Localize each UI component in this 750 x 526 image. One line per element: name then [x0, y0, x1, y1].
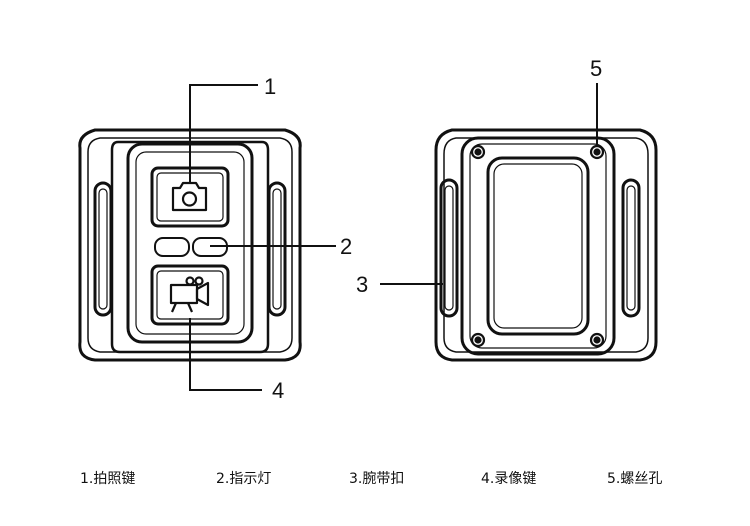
- back-outer-body: [434, 128, 658, 362]
- legend-item-screw-hole: 5.螺丝孔: [607, 471, 663, 487]
- legend-item-strap-buckle: 3.腕带扣: [349, 471, 405, 487]
- back-plate: [460, 136, 616, 356]
- callout-2: 2: [340, 234, 352, 259]
- screw-holes: [470, 144, 605, 348]
- legend-item-photo-button: 1.拍照键: [80, 471, 136, 487]
- back-view: [434, 128, 658, 362]
- callout-3: 3: [356, 272, 368, 297]
- back-outer-inner-line: [443, 137, 649, 353]
- back-right-strap-slot-inner: [626, 185, 636, 311]
- screw-hole-bottom-right: [589, 332, 605, 348]
- back-left-strap-slot: [439, 178, 459, 318]
- front-outer-inner-line: [87, 137, 293, 353]
- front-left-strap-slot: [93, 181, 113, 317]
- callout-5: 5: [590, 56, 602, 81]
- back-plate-inner: [469, 143, 607, 349]
- front-center-raise: [110, 140, 270, 354]
- callout-4: 4: [272, 378, 284, 403]
- screw-hole-top-left: [470, 144, 486, 160]
- legend-item-video-button: 4.录像键: [481, 471, 537, 487]
- legend-item-indicator-light: 2.指示灯: [216, 471, 272, 487]
- leader-line-1: [189, 84, 258, 183]
- front-right-strap-slot-inner: [272, 188, 282, 310]
- back-center-panel: [486, 156, 590, 336]
- back-left-strap-slot-inner: [444, 185, 454, 311]
- video-button: [150, 264, 230, 326]
- callout-1: 1: [264, 74, 276, 99]
- front-outer-body: [78, 128, 302, 362]
- front-callout-leaders: [189, 84, 336, 391]
- back-callout-leaders: [380, 83, 598, 285]
- front-left-strap-slot-inner: [98, 188, 108, 310]
- video-camera-icon: [169, 276, 210, 313]
- legend: 1.拍照键 2.指示灯 3.腕带扣 4.录像键 5.螺丝孔: [0, 468, 750, 498]
- back-right-strap-slot: [621, 178, 641, 318]
- front-right-strap-slot: [267, 181, 287, 317]
- back-center-panel-inner: [493, 163, 583, 329]
- front-view: [78, 128, 302, 362]
- camera-icon: [171, 181, 208, 212]
- screw-hole-bottom-left: [470, 332, 486, 348]
- leader-line-4: [189, 318, 262, 391]
- indicator-light-left: [154, 237, 190, 257]
